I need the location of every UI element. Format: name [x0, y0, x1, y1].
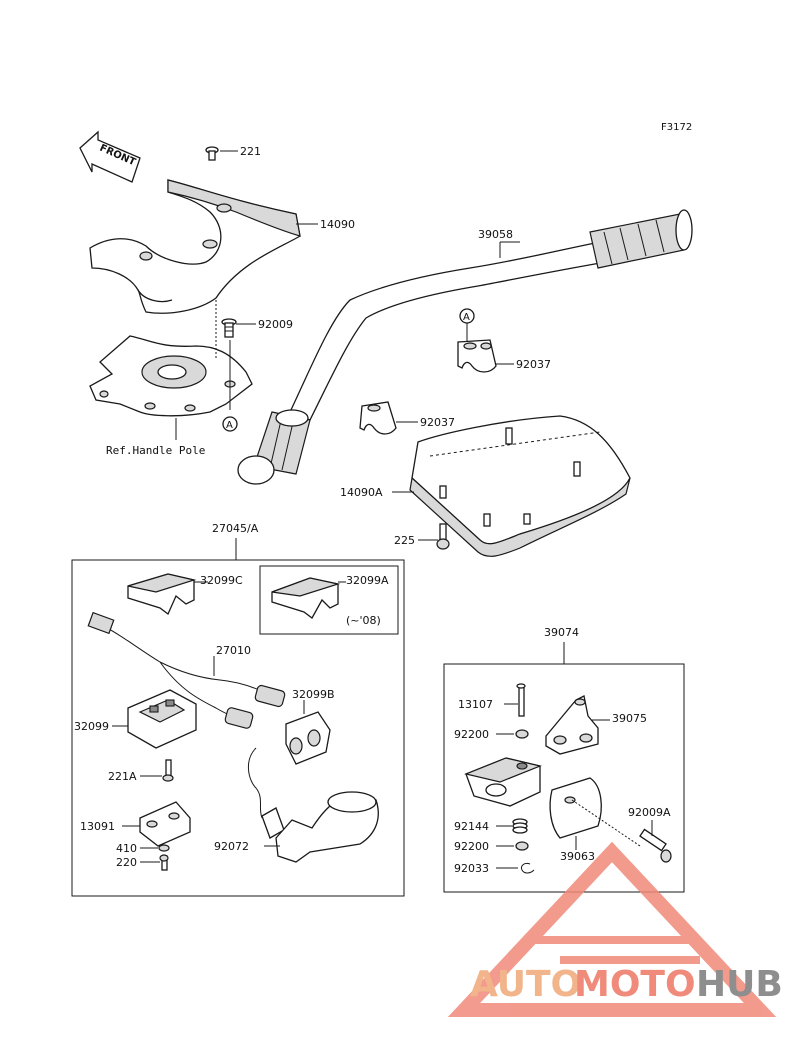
- cover-32099C: [127, 573, 197, 616]
- cover-39063: [549, 777, 602, 839]
- screw-92009-icon: [221, 318, 237, 338]
- lever-39075: [545, 695, 599, 755]
- pin-13107-icon: [516, 683, 526, 717]
- screw-221-icon: [205, 146, 219, 161]
- watermark-hub: HUB: [696, 964, 783, 1005]
- label-32099A-note: (~'08): [346, 614, 381, 627]
- label-13107: 13107: [458, 698, 493, 711]
- clip-92072: [248, 747, 379, 863]
- label-32099B: 32099B: [292, 688, 335, 701]
- label-221: 221: [240, 145, 261, 158]
- spring-92144-icon: [512, 818, 528, 834]
- group-box-27045A: [71, 559, 405, 897]
- label-32099: 32099: [74, 720, 109, 733]
- label-39058: 39058: [478, 228, 513, 241]
- label-27045A: 27045/A: [212, 522, 259, 535]
- front-arrow-icon: FRONT: [79, 130, 141, 183]
- upper-cover-14090: [89, 179, 301, 314]
- switch-housing-32099: [127, 689, 197, 749]
- bolt-92009A-icon: [571, 799, 672, 863]
- label-39075: 39075: [612, 712, 647, 725]
- watermark-auto: AUTO: [470, 964, 581, 1005]
- circlip-92033-icon: [521, 863, 535, 874]
- callout-a-left: A: [226, 420, 233, 431]
- label-32099C: 32099C: [200, 574, 243, 587]
- watermark-moto: MOTO: [574, 964, 696, 1005]
- label-92072: 92072: [214, 840, 249, 853]
- bolt-225-icon: [436, 523, 450, 550]
- ref-handle-pole-note: Ref.Handle Pole: [106, 444, 205, 457]
- switch-harness-27010: [87, 611, 286, 729]
- label-221A: 221A: [108, 770, 137, 783]
- label-13091: 13091: [80, 820, 115, 833]
- lower-cover-14090A: [409, 415, 631, 557]
- label-92009A: 92009A: [628, 806, 671, 819]
- label-92200-lower: 92200: [454, 840, 489, 853]
- washer-92200-lower-icon: [515, 841, 529, 851]
- label-225: 225: [394, 534, 415, 547]
- label-92200-upper: 92200: [454, 728, 489, 741]
- label-27010: 27010: [216, 644, 251, 657]
- callout-a-right: A: [463, 312, 470, 323]
- label-92009: 92009: [258, 318, 293, 331]
- handlebar-39058: [237, 209, 693, 485]
- label-410: 410: [116, 842, 137, 855]
- washer-410-icon: [158, 844, 170, 852]
- mount-plate: [89, 300, 253, 417]
- label-92037-lower: 92037: [420, 416, 455, 429]
- cover-32099A: [271, 577, 341, 619]
- throttle-housing: [464, 757, 542, 807]
- bracket-13091: [139, 801, 191, 847]
- label-92033: 92033: [454, 862, 489, 875]
- label-39063: 39063: [560, 850, 595, 863]
- group-box-39074: [443, 663, 685, 893]
- screw-221A-icon: [162, 759, 174, 782]
- boot-32099B: [285, 711, 331, 765]
- label-14090A: 14090A: [340, 486, 383, 499]
- figure-code: F3172: [661, 122, 692, 133]
- group-box-32099A: [259, 565, 399, 635]
- clamp-92037-upper: [457, 339, 497, 373]
- clamp-92037-lower: [359, 401, 397, 435]
- washer-92200-upper-icon: [515, 729, 529, 739]
- label-92144: 92144: [454, 820, 489, 833]
- screw-220-icon: [159, 854, 169, 871]
- label-220: 220: [116, 856, 137, 869]
- label-92037-upper: 92037: [516, 358, 551, 371]
- watermark-logo: [447, 841, 777, 1017]
- label-39074: 39074: [544, 626, 579, 639]
- label-14090: 14090: [320, 218, 355, 231]
- label-32099A: 32099A: [346, 574, 389, 587]
